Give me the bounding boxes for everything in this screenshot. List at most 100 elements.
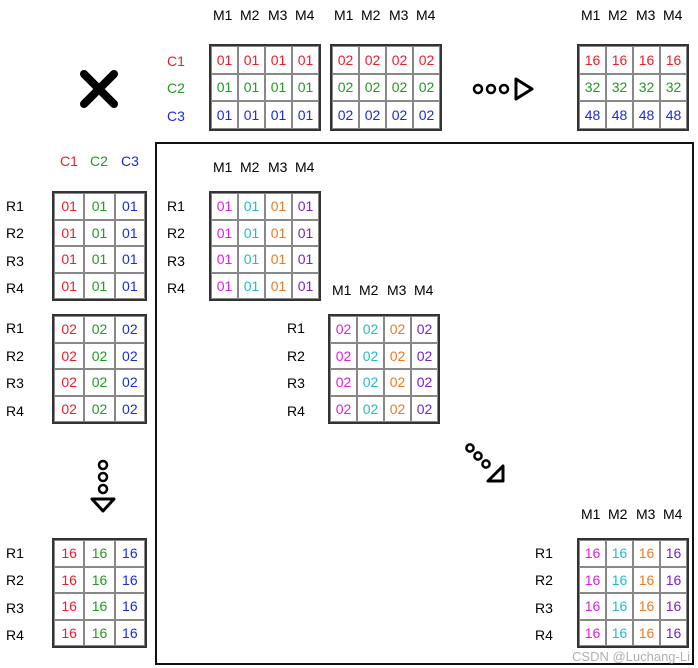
- matrix-cell: 16: [114, 593, 145, 620]
- matrix-cell: 02: [413, 46, 440, 74]
- col-label-m3: M3: [636, 7, 656, 23]
- row-label-r3: R3: [6, 375, 24, 391]
- matrix-cell: 01: [114, 272, 145, 299]
- matrix-cell: 01: [211, 193, 238, 220]
- row-label-r2: R2: [6, 572, 24, 588]
- col-label-m2: M2: [240, 7, 260, 23]
- matrix-cell: 16: [54, 619, 85, 646]
- matrix-cell: 02: [413, 73, 440, 102]
- col-label-c2: C2: [90, 153, 108, 169]
- matrix-cell: 16: [633, 593, 660, 620]
- matrix-cell: 02: [386, 73, 413, 102]
- matrix-cell: 02: [332, 73, 359, 102]
- row-label-r3: R3: [6, 600, 24, 616]
- matrix-cell: 01: [265, 46, 292, 74]
- matrix-cell: 01: [211, 219, 238, 246]
- matrix-cell: 01: [54, 246, 85, 273]
- col-label-m3: M3: [389, 7, 409, 23]
- col-label-m4: M4: [663, 506, 683, 522]
- matrix-cell: 01: [292, 101, 319, 129]
- row-label-r3: R3: [535, 600, 553, 616]
- matrix-cell: 02: [413, 101, 440, 129]
- matrix-cell: 01: [265, 246, 292, 273]
- col-label-c1: C1: [60, 153, 78, 169]
- matrix-cell: 16: [114, 619, 145, 646]
- matrix-cell: 16: [660, 593, 687, 620]
- matrix-cell: 16: [633, 566, 660, 593]
- matrix-cell: 02: [114, 369, 145, 396]
- matrix-cell: 01: [114, 193, 145, 220]
- row-label-r4: R4: [535, 627, 553, 643]
- col-label-m4: M4: [295, 159, 315, 175]
- matrix-cell: 16: [660, 619, 687, 646]
- matrix-cell: 16: [606, 46, 633, 74]
- row-label-r4: R4: [287, 403, 305, 419]
- matrix-cell: 02: [84, 395, 115, 422]
- matrix-cell: 01: [211, 246, 238, 273]
- dots-arrow-down-icon: [90, 459, 116, 513]
- col-label-m4: M4: [416, 7, 436, 23]
- matrix-cell: 01: [114, 219, 145, 246]
- matrix-cell: 01: [238, 46, 265, 74]
- row-label-r2: R2: [167, 225, 185, 241]
- col-label-m1: M1: [581, 7, 601, 23]
- matrix-cell: 01: [292, 246, 319, 273]
- matrix-cell: 02: [411, 395, 438, 422]
- matrix-cell: 01: [211, 46, 238, 74]
- row-label-r3: R3: [287, 375, 305, 391]
- matrix-cell: 32: [606, 73, 633, 102]
- col-label-m2: M2: [608, 506, 628, 522]
- row-label-c2: C2: [167, 80, 185, 96]
- col-label-m2: M2: [359, 282, 379, 298]
- col-label-m1: M1: [334, 7, 354, 23]
- matrix-cell: 01: [54, 193, 85, 220]
- col-label-m1: M1: [581, 506, 601, 522]
- matrix-cell: 16: [606, 566, 633, 593]
- matrix-cell: 16: [579, 566, 606, 593]
- matrix-cell: 01: [265, 219, 292, 246]
- matrix-cell: 02: [386, 101, 413, 129]
- matrix-cell: 02: [332, 101, 359, 129]
- matrix-cell: 01: [292, 193, 319, 220]
- matrix-cell: 16: [579, 46, 606, 74]
- matrix-cell: 16: [54, 540, 85, 567]
- col-label-m1: M1: [213, 159, 233, 175]
- col-label-m2: M2: [361, 7, 381, 23]
- matrix-cell: 16: [84, 566, 115, 593]
- matrix-cell: 02: [54, 369, 85, 396]
- matrix-cell: 02: [384, 395, 411, 422]
- matrix-cell: 01: [265, 101, 292, 129]
- matrix-cell: 16: [114, 566, 145, 593]
- row-label-r4: R4: [167, 280, 185, 296]
- col-label-m1: M1: [213, 7, 233, 23]
- matrix-cell: 01: [238, 193, 265, 220]
- matrix-cell: 01: [292, 272, 319, 299]
- matrix-cell: 02: [330, 342, 357, 369]
- matrix-cell: 01: [292, 73, 319, 102]
- matrix-cell: 02: [357, 316, 384, 343]
- matrix-cell: 01: [54, 219, 85, 246]
- matrix-cell: 01: [238, 101, 265, 129]
- matrix-cell: 16: [84, 619, 115, 646]
- matrix-cell: 16: [54, 566, 85, 593]
- matrix-cell: 16: [114, 540, 145, 567]
- matrix-cell: 01: [84, 219, 115, 246]
- matrix-cell: 01: [84, 193, 115, 220]
- matrix-cell: 32: [633, 73, 660, 102]
- diagonal-frame: [155, 142, 694, 665]
- row-label-r1: R1: [6, 320, 24, 336]
- matrix-cell: 02: [330, 316, 357, 343]
- matrix-cell: 01: [238, 219, 265, 246]
- col-label-m3: M3: [268, 159, 288, 175]
- matrix-cell: 02: [411, 369, 438, 396]
- matrix-cell: 16: [579, 619, 606, 646]
- matrix-cell: 01: [265, 272, 292, 299]
- matrix-cell: 02: [84, 342, 115, 369]
- col-label-m4: M4: [295, 7, 315, 23]
- matrix-cell: 01: [238, 73, 265, 102]
